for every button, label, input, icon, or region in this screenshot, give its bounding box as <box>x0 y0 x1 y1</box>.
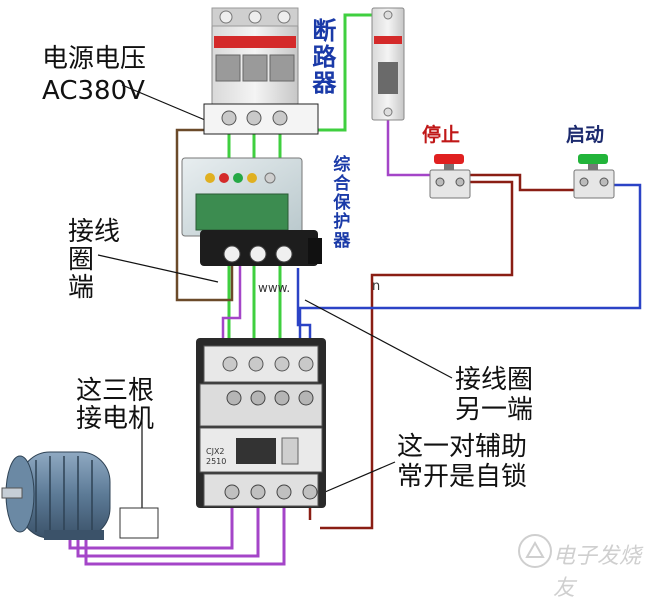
coil-other-end-label-1: 接线圈 <box>455 365 534 395</box>
main-breaker <box>203 7 319 135</box>
protector-label: 综合保护器 <box>329 155 350 250</box>
watermark-logo <box>518 534 552 568</box>
leader-lines <box>97 84 453 510</box>
start-button-device <box>573 154 615 199</box>
motor-leads-label-1: 这三根 <box>76 376 155 406</box>
self-lock-label-2: 常开是自锁 <box>397 462 528 492</box>
url-end: n <box>372 279 381 294</box>
contactor: CJX2 2510 <box>196 338 326 508</box>
url-fragment: www. <box>258 281 291 295</box>
stop-label: 停止 <box>422 124 461 146</box>
supply-voltage-label: 电源电压 <box>42 44 147 74</box>
start-label: 启动 <box>566 124 605 146</box>
self-lock-label-1: 这一对辅助 <box>397 432 528 462</box>
supply-voltage-value: AC380V <box>42 76 145 106</box>
coil-terminal-label-3: 端 <box>68 273 95 303</box>
control-breaker <box>371 7 405 121</box>
motor <box>1 451 159 540</box>
motor-leads-label-2: 接电机 <box>76 404 155 434</box>
control-wires <box>298 120 642 530</box>
stop-button-device <box>429 154 471 199</box>
breaker-label: 断路器 <box>307 18 336 96</box>
contactor-model: CJX2 <box>206 447 225 456</box>
coil-terminal-label-2: 圈 <box>68 245 95 275</box>
protector <box>181 157 322 266</box>
coil-terminal-label-1: 接线 <box>68 217 121 247</box>
coil-other-end-label-2: 另一端 <box>455 395 534 425</box>
contactor-rating: 2510 <box>206 457 226 466</box>
watermark-text: 电子发烧友 <box>553 544 642 601</box>
wiring-diagram: CJX2 2510 <box>1 7 642 568</box>
